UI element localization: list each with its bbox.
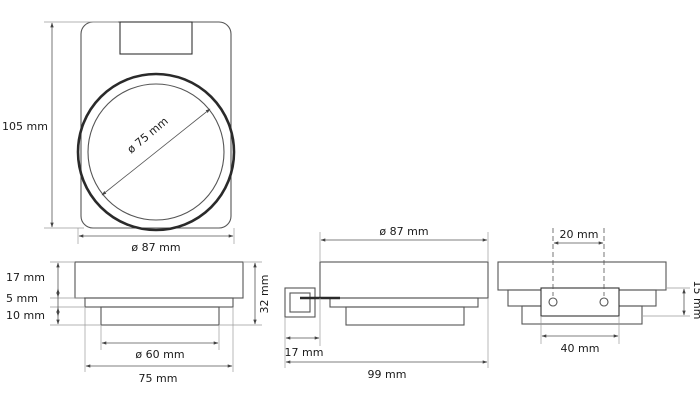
dish-mid-height-label: 5 mm (6, 292, 38, 305)
wall-mount-block (119, 21, 193, 55)
rear-view: 20 mm 40 mm 15 mm (497, 228, 700, 355)
side-wall-bracket-inner (289, 292, 311, 313)
dish-middle-rim (84, 297, 234, 308)
side-view: ø 87 mm 17 mm 99 mm (284, 225, 489, 381)
side-top-diameter-label: ø 87 mm (379, 225, 428, 238)
side-dish-base (345, 306, 465, 326)
side-dish-rim (329, 297, 479, 308)
mount-plate-width-label: 40 mm (561, 342, 600, 355)
dish-base-diameter-label: ø 60 mm (135, 348, 184, 361)
dish-bottom-height-label: 10 mm (6, 309, 45, 322)
dish-top-body (74, 261, 244, 299)
side-total-depth-label: 99 mm (368, 368, 407, 381)
mount-plate (540, 287, 620, 317)
dish-top-height-label: 17 mm (6, 271, 45, 284)
dish-total-height-label: 32 mm (258, 275, 271, 314)
dish-base (100, 306, 220, 326)
ring-outer-circle (76, 72, 236, 232)
side-wall-bracket (284, 287, 316, 318)
mount-hole-spacing-label: 20 mm (560, 228, 599, 241)
side-bracket-depth-label: 17 mm (285, 346, 324, 359)
mount-hole-right (599, 297, 609, 307)
dish-width-label: 75 mm (139, 372, 178, 385)
ring-inner-circle (87, 83, 225, 221)
rear-dish-outline (497, 261, 667, 291)
ring-height-label: 105 mm (2, 120, 48, 133)
ring-inner-diameter-label: ø 75 mm (125, 115, 171, 157)
ring-outer-diameter-label: ø 87 mm (131, 241, 180, 254)
side-dish-top-body (319, 261, 489, 299)
top-view: ø 75 mm 105 mm ø 87 mm (2, 21, 236, 254)
mount-height-label: 15 mm (691, 281, 700, 320)
ring-inner-diameter-line (101, 108, 211, 196)
front-view: 17 mm 5 mm 10 mm 32 mm ø 60 mm 75 mm (6, 261, 271, 385)
mount-hole-left (548, 297, 558, 307)
